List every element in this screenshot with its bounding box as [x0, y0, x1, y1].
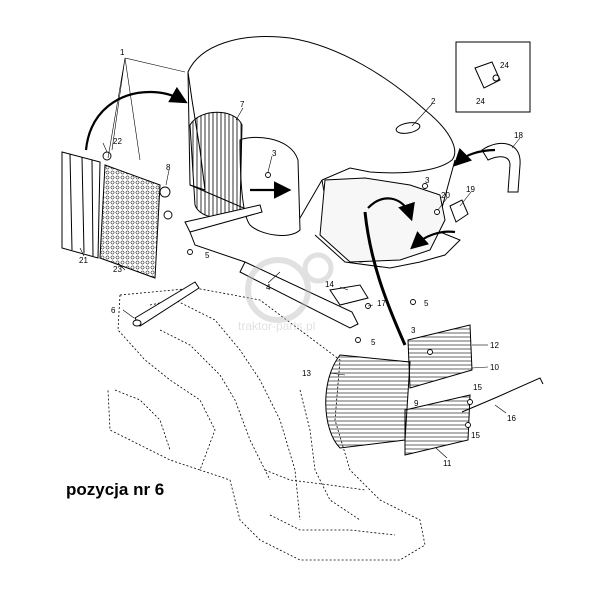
callout-18: 18 — [514, 131, 523, 140]
callout-15-top: 15 — [473, 383, 482, 392]
bracket — [329, 284, 369, 306]
callout-8: 8 — [166, 163, 171, 172]
callout-14: 14 — [325, 280, 334, 289]
latch-wire — [461, 377, 544, 413]
callout-24-top: 24 — [500, 61, 509, 70]
hood-to-panel-arrow — [363, 211, 407, 346]
tractor-frame — [107, 287, 426, 561]
callout-19: 19 — [466, 185, 475, 194]
hinge — [449, 199, 469, 223]
callout-9: 9 — [414, 399, 419, 408]
leader-lines — [79, 57, 521, 459]
tie-rod — [132, 281, 200, 327]
callout-2: 2 — [431, 97, 436, 106]
callouts: 1 2 3 3 3 4 5 5 5 6 7 8 9 10 11 12 13 14… — [79, 48, 523, 468]
callout-4: 4 — [266, 283, 271, 292]
callout-3-panel: 3 — [411, 326, 416, 335]
assembly-arrows — [84, 86, 496, 250]
callout-24-bottom: 24 — [476, 97, 485, 106]
front-frame — [61, 151, 101, 259]
side-grille — [189, 111, 243, 219]
mesh-screen — [99, 164, 161, 279]
side-panel-lower — [404, 394, 471, 456]
callout-5-center: 5 — [371, 338, 376, 347]
callout-3-bracket: 3 — [425, 176, 430, 185]
callout-16: 16 — [507, 414, 516, 423]
callout-12: 12 — [490, 341, 499, 350]
callout-23: 23 — [113, 265, 122, 274]
support-tube — [184, 204, 359, 329]
callout-5-left: 5 — [205, 251, 210, 260]
callout-1: 1 — [120, 48, 125, 57]
side-panel-front — [325, 354, 411, 449]
callout-17: 17 — [377, 299, 386, 308]
callout-10: 10 — [490, 363, 499, 372]
callout-13: 13 — [302, 369, 311, 378]
detail-inset — [455, 41, 531, 113]
callout-22: 22 — [113, 137, 122, 146]
callout-6: 6 — [111, 306, 116, 315]
watermark-text: traktor-parts.pl — [238, 319, 315, 333]
callout-3-hood: 3 — [272, 149, 277, 158]
callout-7: 7 — [240, 100, 245, 109]
callout-21: 21 — [79, 256, 88, 265]
position-caption: pozycja nr 6 — [66, 480, 165, 499]
callout-20: 20 — [441, 191, 450, 200]
callout-5-right: 5 — [424, 299, 429, 308]
fasteners — [102, 151, 473, 428]
hose — [481, 142, 521, 193]
watermark-logo: traktor-parts.pl — [238, 252, 334, 333]
callout-11: 11 — [443, 459, 452, 468]
callout-15-bottom: 15 — [471, 431, 480, 440]
side-panel-upper — [407, 324, 473, 389]
